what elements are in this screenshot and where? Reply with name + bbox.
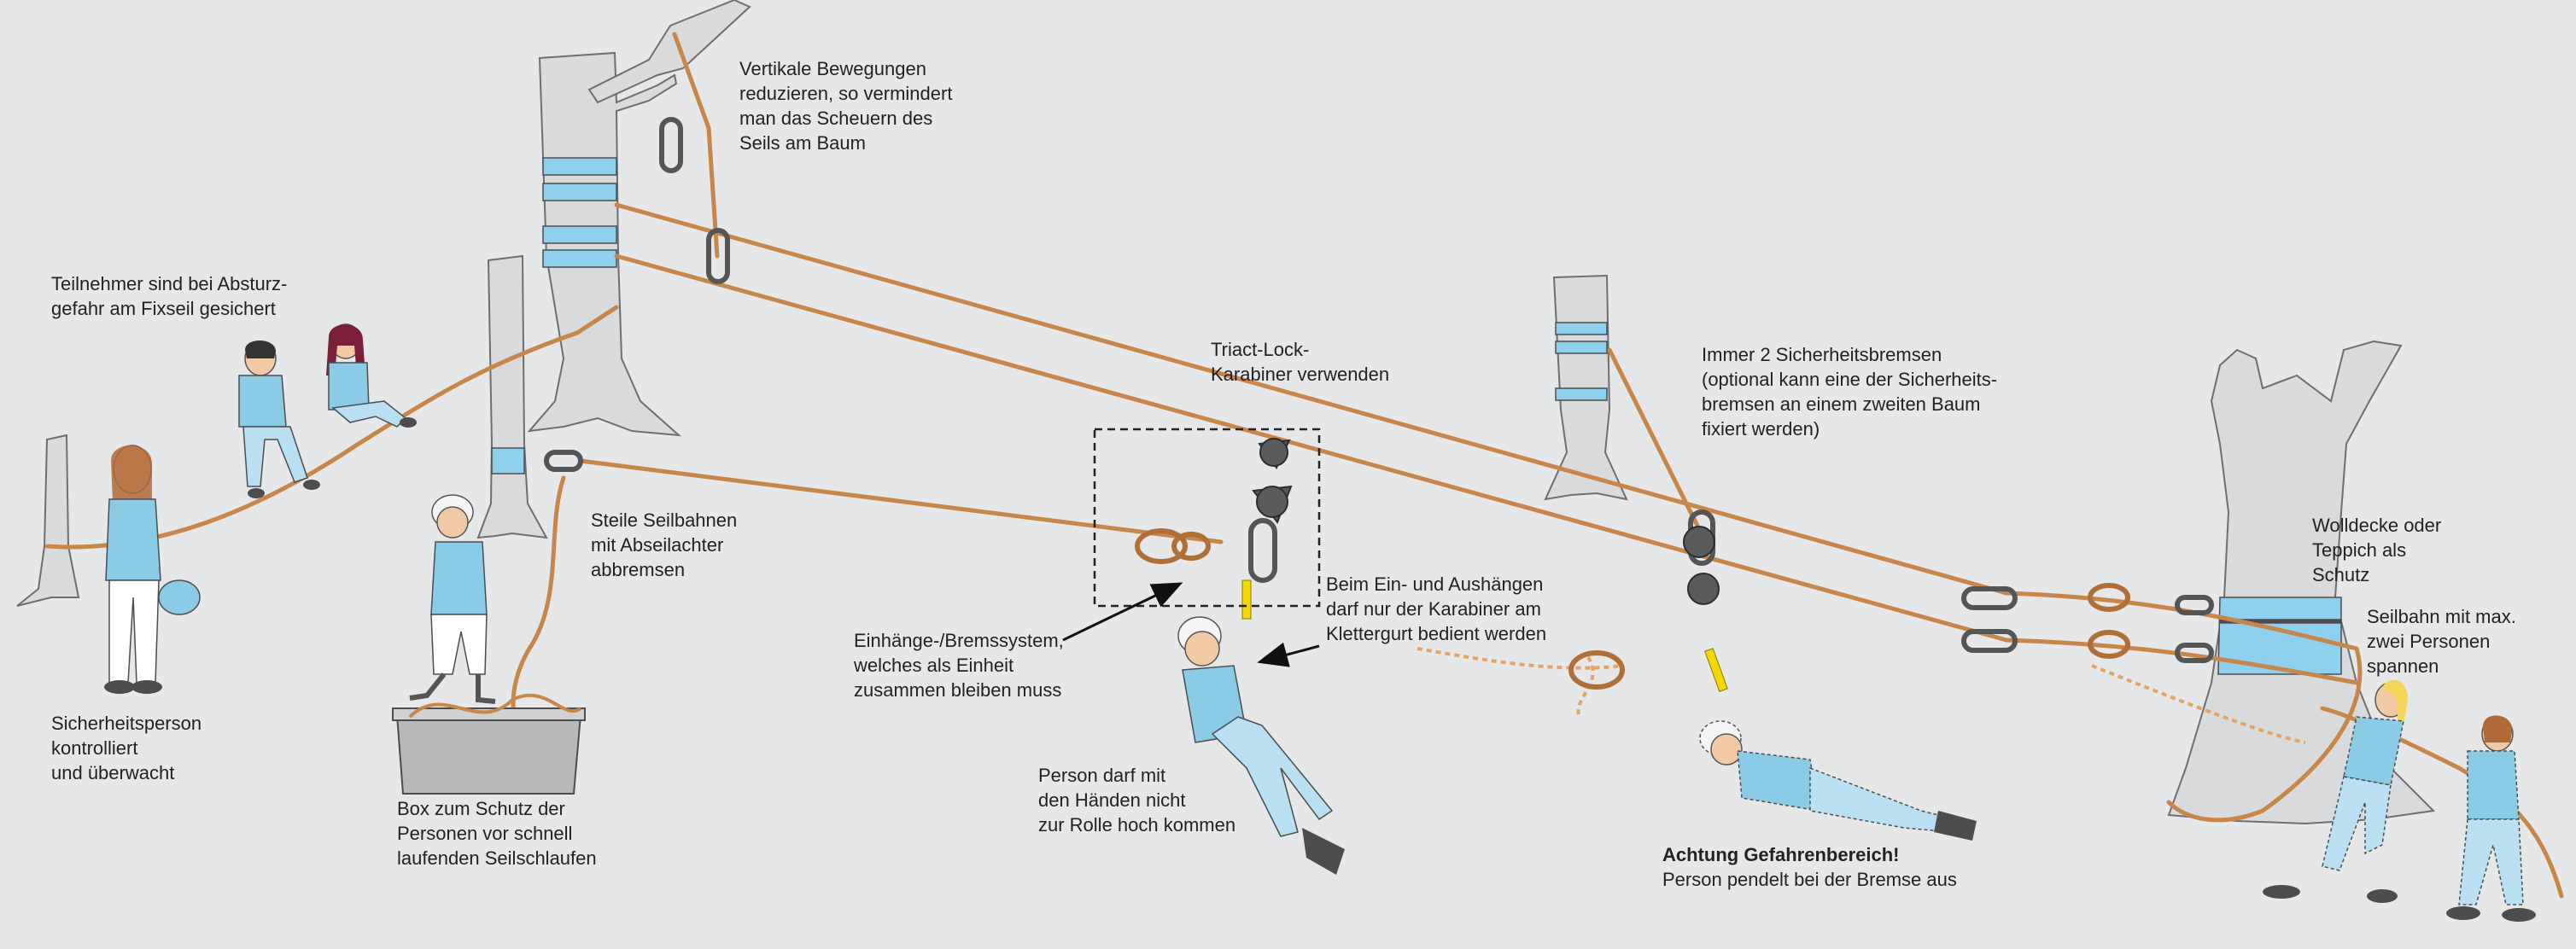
tree-padding-brake	[1555, 322, 1608, 401]
annotation-carabiner-rule: Beim Ein- und Aushängen darf nur der Kar…	[1326, 573, 1547, 644]
annotation-safety-brakes: Immer 2 Sicherheitsbremsen (optional kan…	[1702, 344, 1998, 440]
steep-zipline-rope	[578, 458, 1224, 544]
person-tension-2-icon	[2446, 715, 2536, 922]
annotation-safety-person: Sicherheitsperson kontrolliert und überw…	[51, 713, 202, 783]
person-participant-2-icon	[326, 323, 417, 428]
rope-tension-loop	[2166, 646, 2363, 823]
person-tension-1-icon	[2263, 679, 2408, 903]
person-participant-1-icon	[238, 340, 320, 498]
annotation-danger-zone: Achtung Gefahrenbereich! Person pendelt …	[1662, 844, 1957, 890]
tree-anchor-secondary-icon	[476, 254, 548, 539]
person-swinging-icon	[1699, 720, 1977, 841]
main-rope-upper	[614, 202, 2009, 596]
annotation-steep-ziplines: Steile Seilbahnen mit Abseilachter abbre…	[591, 509, 738, 580]
annotation-hands-rule: Person darf mit den Händen nicht zur Rol…	[1038, 765, 1236, 835]
dotted-rope-tail	[1417, 647, 2306, 744]
annotation-tension-limit: Seilbahn mit max. zwei Personen spannen	[2367, 606, 2516, 677]
system-highlight-box	[1093, 428, 1321, 608]
annotation-rope-box: Box zum Schutz der Personen vor schnell …	[397, 798, 597, 869]
rope-box-icon	[392, 693, 586, 795]
rope-to-brake	[1607, 347, 1710, 549]
upper-anchor-rope	[672, 32, 720, 259]
tree-padding-right	[2217, 597, 2342, 675]
yellow-sling-brake	[1704, 648, 1728, 692]
person-safety-icon	[104, 445, 201, 694]
tree-padding-secondary	[491, 447, 525, 474]
person-braking-icon	[409, 494, 496, 704]
tree-padding-main	[542, 157, 617, 268]
annotation-triact-lock: Triact-Lock- Karabiner verwenden	[1211, 339, 1390, 385]
arrow-system	[1062, 582, 1183, 642]
tree-anchor-main-icon	[527, 51, 681, 437]
person-zipline-icon	[1177, 616, 1345, 875]
tree-small-left-icon	[16, 434, 80, 607]
figure-eight-knot-icon	[1135, 528, 2130, 690]
annotation-system-unit: Einhänge-/Bremssystem, welches als Einhe…	[854, 630, 1064, 701]
main-rope-lower	[614, 253, 2009, 643]
annotation-participants-secured: Teilnehmer sind bei Absturz- gefahr am F…	[51, 273, 288, 319]
annotation-blanket-protection: Wolldecke oder Teppich als Schutz	[2312, 515, 2442, 585]
tree-branch-top-icon	[587, 0, 751, 104]
yellow-sling	[1241, 579, 1252, 620]
arrow-carabiner	[1257, 642, 1320, 667]
annotation-vertical-movement: Vertikale Bewegungen reduzieren, so verm…	[739, 58, 953, 154]
pulley-icon	[1252, 438, 1720, 605]
